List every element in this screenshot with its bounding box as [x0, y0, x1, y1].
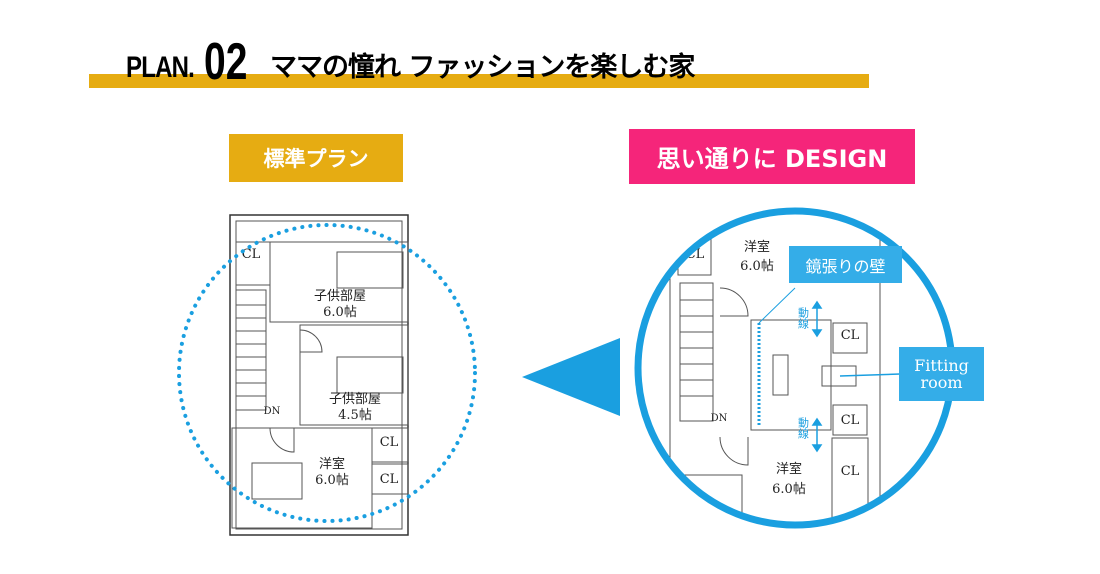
- closet-label: CL: [380, 435, 399, 450]
- custom-design-badge: 思い通りに DESIGN: [629, 129, 915, 184]
- closet-label: CL: [841, 464, 860, 479]
- room-name: 洋室: [319, 456, 345, 472]
- room-name: 子供部屋: [329, 392, 381, 407]
- callout-leader: [839, 373, 901, 377]
- room-size: 4.5帖: [338, 408, 372, 423]
- closet-label: CL: [841, 413, 860, 428]
- title-underline: [89, 74, 869, 88]
- room-name: 子供部屋: [314, 289, 366, 304]
- mirror-wall-callout: 鏡張りの壁: [789, 246, 902, 283]
- room-name: 洋室: [744, 239, 770, 255]
- arrow-pointer: [522, 338, 620, 416]
- page-title: PLAN. 02 ママの憧れ ファッションを楽しむ家: [126, 30, 695, 91]
- flow-label: 動線: [797, 416, 810, 439]
- stairs-label: DN: [711, 413, 728, 424]
- room-size: 6.0帖: [772, 482, 806, 497]
- stairs-label: DN: [264, 406, 281, 417]
- room-size: 6.0帖: [315, 473, 349, 488]
- plan-subtitle: ママの憧れ ファッションを楽しむ家: [270, 52, 695, 83]
- closet-label: CL: [242, 247, 261, 262]
- fitting-room-callout: Fitting room: [899, 347, 984, 401]
- room-size: 6.0帖: [323, 305, 357, 320]
- closet-label: CL: [841, 328, 860, 343]
- callout-leader: [758, 287, 796, 324]
- flow-arrow: [811, 300, 823, 453]
- flow-label: 動線: [797, 306, 810, 329]
- standard-floor-plan: CL 子供部屋 6.0帖 子供部屋 4.5帖 洋室 6.0帖 CL CL DN: [177, 214, 477, 536]
- plan-label: PLAN.: [126, 51, 195, 84]
- plan-number: 02: [204, 33, 248, 91]
- highlight-dotted-circle: [177, 223, 477, 523]
- closet-label: CL: [380, 472, 399, 487]
- standard-plan-badge: 標準プラン: [229, 134, 403, 182]
- room-name: 洋室: [776, 461, 802, 477]
- room-size: 6.0帖: [740, 259, 774, 274]
